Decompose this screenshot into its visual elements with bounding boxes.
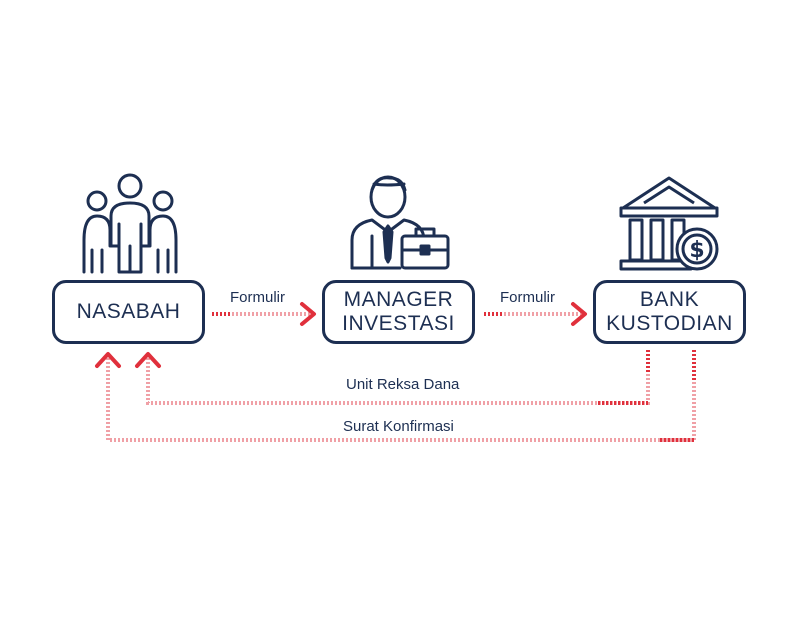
node-manager-label: MANAGER INVESTASI [342,287,455,335]
arrowhead-unit [135,352,161,368]
people-group-icon [82,173,178,274]
edge-label-unit-reksa-dana: Unit Reksa Dana [346,376,460,393]
node-nasabah: NASABAH [52,280,205,344]
edge-label-formulir-2: Formulir [500,289,555,306]
bank-dollar-icon: $ [619,176,719,271]
businessman-briefcase-icon [350,175,450,270]
svg-text:$: $ [689,238,704,263]
arrow-nasabah-to-manager [212,302,316,326]
node-nasabah-label: NASABAH [76,299,181,323]
edge-label-formulir-1: Formulir [230,289,285,306]
node-bank-label: BANK KUSTODIAN [606,287,733,335]
node-bank-kustodian: BANK KUSTODIAN [593,280,746,344]
arrowhead-surat [95,352,121,368]
edge-label-surat-konfirmasi: Surat Konfirmasi [343,418,454,435]
arrow-bank-to-nasabah-surat [106,350,696,442]
arrow-bank-to-nasabah-unit [146,350,650,405]
arrow-manager-to-bank [484,302,587,326]
node-manager-investasi: MANAGER INVESTASI [322,280,475,344]
